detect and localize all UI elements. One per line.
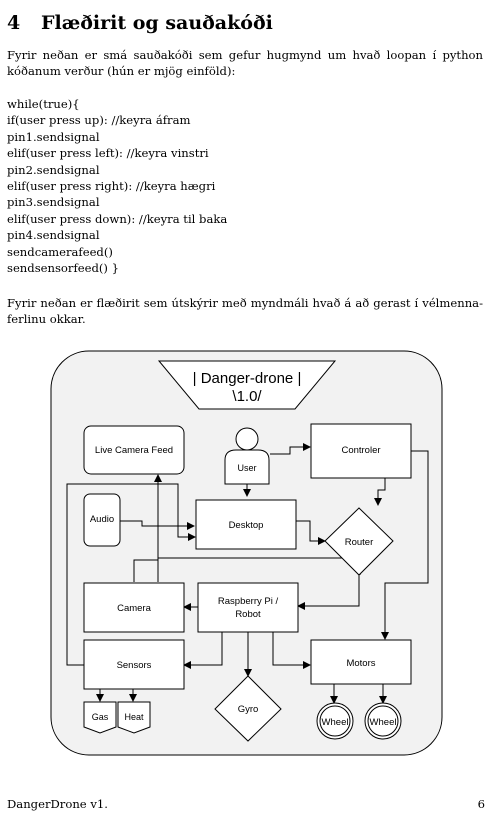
user-body [224, 449, 270, 485]
diagram-title-line2: \1.0/ [232, 388, 262, 405]
wheel-left: Wheel [316, 702, 354, 740]
user-actor: User [224, 427, 270, 485]
gyro-diamond [214, 675, 282, 742]
code-line: pin3.sendsignal [7, 195, 100, 210]
code-line: sendsensorfeed() } [7, 261, 119, 276]
gas-shape [83, 701, 117, 734]
motors-label: Motors [346, 658, 375, 669]
wheel-right-label: Wheel [370, 717, 397, 728]
code-line: elif(user press right): //keyra hægri [7, 179, 216, 194]
audio-label: Audio [90, 514, 114, 525]
router-diamond [324, 507, 394, 576]
audio-box [83, 493, 121, 547]
controler-box [310, 423, 412, 479]
camera-box [83, 582, 185, 633]
page-number: 6 [477, 797, 485, 811]
heat-shape [117, 701, 151, 734]
desktop-box [195, 499, 297, 550]
code-line: elif(user press down): //keyra til baka [7, 211, 228, 226]
code-line: if(user press up): //keyra áfram [7, 113, 191, 128]
title-trapezoid [157, 360, 337, 410]
section-heading: 4 Flæðirit og sauðakóði [7, 12, 273, 34]
code-line: elif(user press left): //keyra vinstri [7, 146, 209, 161]
raspberry-pi-label-line1: Raspberry Pi / [218, 596, 279, 607]
router-label: Router [345, 537, 374, 548]
code-line: pin2.sendsignal [7, 162, 100, 177]
code-line: sendcamerafeed() [7, 244, 113, 259]
controler-label: Controler [341, 445, 380, 456]
diagram-intro-paragraph: Fyrir neðan er flæðirit sem útskýrir með… [7, 296, 483, 327]
gyro-label: Gyro [238, 704, 259, 715]
live-camera-feed-box [83, 425, 185, 475]
motors-box [310, 639, 412, 685]
wheel-right: Wheel [364, 702, 402, 740]
diagram-title-line1: | Danger-drone | [193, 370, 302, 387]
live-camera-feed-label: Live Camera Feed [95, 445, 173, 456]
camera-label: Camera [117, 603, 152, 614]
pseudocode-block: while(true){ if(user press up): //keyra … [7, 96, 227, 276]
section-title: Flæðirit og sauðakóði [41, 12, 273, 34]
raspberry-pi-label-line2: Robot [235, 609, 261, 620]
desktop-label: Desktop [229, 520, 264, 531]
gas-label: Gas [92, 712, 109, 722]
section-number: 4 [7, 12, 21, 34]
heat-label: Heat [124, 712, 144, 722]
intro-paragraph: Fyrir neðan er smá sauðakóði sem gefur h… [7, 48, 483, 79]
user-label: User [237, 463, 256, 473]
code-line: pin4.sendsignal [7, 228, 100, 243]
footer-title: DangerDrone v1. [7, 797, 108, 811]
sensors-box [83, 639, 185, 690]
wheel-left-label: Wheel [322, 717, 349, 728]
code-line: pin1.sendsignal [7, 129, 100, 144]
raspberry-pi-box [197, 582, 299, 633]
sensors-label: Sensors [117, 660, 152, 671]
user-head [235, 427, 259, 451]
code-line: while(true){ [7, 97, 80, 111]
